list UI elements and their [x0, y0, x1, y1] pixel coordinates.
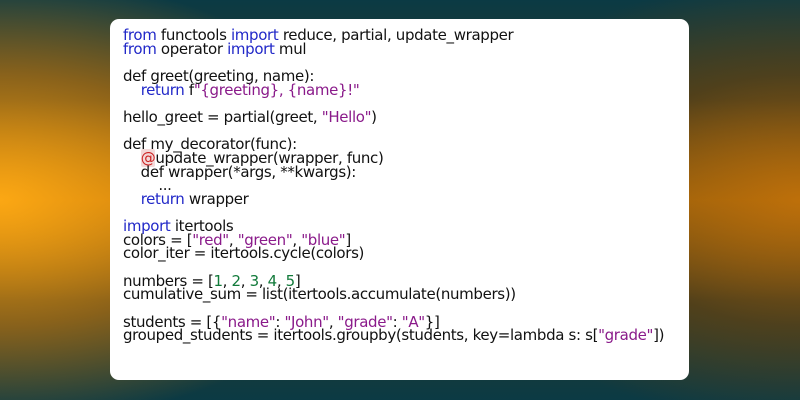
code-text: cumulative_sum = list(itertools.accumula…	[123, 285, 516, 304]
code-text: ,	[328, 312, 338, 331]
code-keyword: import	[227, 39, 275, 58]
code-number: 2	[231, 271, 242, 290]
code-text: numbers = [	[123, 271, 214, 290]
code-text: ,	[276, 271, 286, 290]
code-text: )	[371, 107, 377, 126]
code-string: "grade"	[337, 312, 393, 331]
code-text: colors = [	[123, 230, 193, 249]
code-line: colors = ["red", "green", "blue"]	[123, 230, 689, 249]
code-text: ...	[123, 176, 172, 195]
code-keyword: return	[140, 189, 185, 208]
code-text: hello_greet = partial(greet,	[123, 107, 322, 126]
code-string: "grade"	[598, 326, 654, 345]
code-text: :	[275, 312, 285, 331]
code-text: def my_decorator(func):	[123, 135, 297, 154]
code-line: ...	[123, 176, 689, 195]
code-line: def wrapper(*args, **kwargs):	[123, 162, 689, 181]
code-number: 4	[267, 271, 278, 290]
code-number: 1	[213, 271, 223, 290]
code-keyword: from	[123, 39, 157, 58]
code-line: students = [{"name": "John", "grade": "A…	[123, 312, 689, 331]
code-line: @update_wrapper(wrapper, func)	[123, 148, 689, 167]
code-text: ,	[292, 230, 302, 249]
code-line: import itertools	[123, 217, 689, 236]
code-line: return wrapper	[123, 189, 689, 208]
code-line: def my_decorator(func):	[123, 135, 689, 154]
code-string: "{greeting}, {name}!"	[193, 80, 360, 99]
code-line: numbers = [1, 2, 3, 4, 5]	[123, 271, 689, 290]
code-text: mul	[274, 39, 307, 58]
code-card: from functools import reduce, partial, u…	[110, 19, 689, 380]
code-line: grouped_students = itertools.groupby(stu…	[123, 326, 689, 345]
code-line: cumulative_sum = list(itertools.accumula…	[123, 285, 689, 304]
code-number: 3	[249, 271, 260, 290]
code-text	[123, 190, 141, 208]
code-block: from functools import reduce, partial, u…	[123, 26, 689, 345]
code-text: ,	[240, 271, 250, 290]
code-string: "name"	[221, 312, 276, 331]
decorator-at-symbol: @	[140, 148, 156, 167]
code-string: "blue"	[301, 230, 346, 249]
code-line: from operator import mul	[123, 39, 689, 58]
code-text: wrapper	[184, 189, 249, 208]
code-keyword: import	[230, 26, 279, 44]
code-line: hello_greet = partial(greet, "Hello")	[123, 107, 689, 126]
code-text	[123, 81, 141, 99]
code-text: ,	[258, 271, 268, 290]
code-string: "green"	[237, 230, 293, 249]
code-text: ,	[228, 230, 238, 249]
code-line: from functools import reduce, partial, u…	[123, 26, 689, 44]
code-text: ])	[653, 326, 665, 345]
code-text: functools	[156, 26, 231, 44]
code-string: "red"	[192, 230, 229, 249]
code-line: def greet(greeting, name):	[123, 66, 689, 85]
code-keyword: from	[123, 26, 157, 44]
code-string: "A"	[401, 312, 425, 331]
code-text: reduce, partial, update_wrapper	[278, 26, 514, 44]
code-text: def greet(greeting, name):	[123, 66, 315, 85]
code-line: color_iter = itertools.cycle(colors)	[123, 244, 689, 263]
code-string: "John"	[284, 312, 329, 331]
code-text: students = [{	[123, 312, 222, 331]
code-text: f	[184, 80, 194, 99]
code-keyword: import	[123, 217, 171, 236]
code-text: ]	[345, 230, 351, 249]
code-text: update_wrapper(wrapper, func)	[155, 148, 384, 167]
code-text: ]	[294, 271, 301, 290]
code-text: grouped_students = itertools.groupby(stu…	[123, 326, 599, 345]
code-keyword: return	[140, 80, 185, 99]
code-text: def wrapper(*args, **kwargs):	[123, 162, 357, 181]
code-string: "Hello"	[321, 107, 372, 126]
code-line: return f"{greeting}, {name}!"	[123, 80, 689, 99]
code-text: :	[392, 312, 402, 331]
code-text: color_iter = itertools.cycle(colors)	[123, 244, 365, 263]
code-text: }]	[424, 312, 440, 331]
code-text: itertools	[170, 217, 234, 236]
code-text: operator	[156, 39, 228, 58]
code-number: 5	[285, 271, 296, 290]
code-text: ,	[222, 271, 232, 290]
